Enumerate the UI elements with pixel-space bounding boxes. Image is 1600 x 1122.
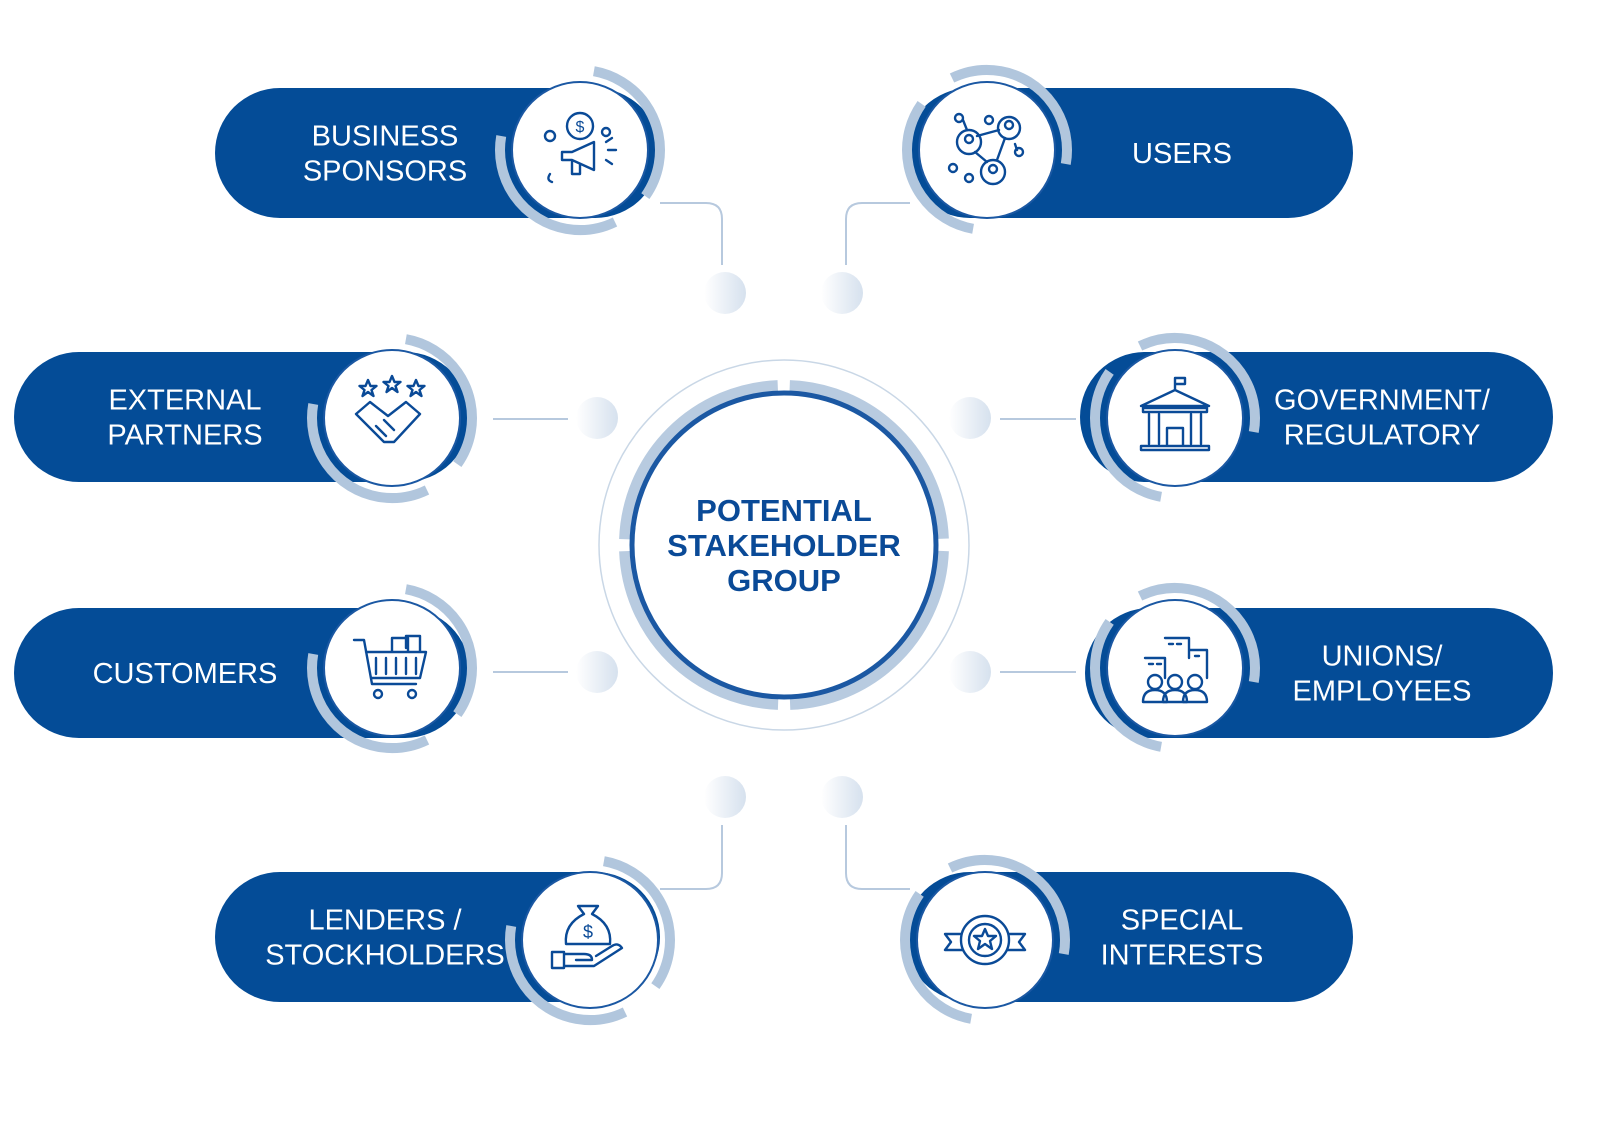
stakeholder-label: STOCKHOLDERS: [265, 940, 505, 972]
connector-line: [845, 825, 910, 890]
stakeholder-label: CUSTOMERS: [93, 658, 278, 690]
stakeholder-node-customers[interactable]: CUSTOMERS: [14, 575, 485, 760]
stakeholder-label: EXTERNAL: [108, 385, 261, 417]
icon-ring-arc: [1090, 333, 1260, 503]
svg-text:$: $: [576, 119, 585, 136]
stakeholder-label: SPECIAL: [1121, 905, 1244, 937]
connector-dot: [821, 776, 863, 818]
connector-dot: [576, 651, 618, 693]
megaphone-money-icon: $: [543, 111, 618, 184]
icon-ring-arc: [899, 855, 1070, 1025]
stakeholder-label: SPONSORS: [303, 156, 467, 188]
icon-ring-arc: [505, 855, 675, 1025]
employees-building-icon: [1141, 636, 1209, 704]
stakeholder-node-users[interactable]: USERS: [894, 57, 1353, 242]
connector-dot: [821, 272, 863, 314]
stakeholder-label: EMPLOYEES: [1293, 676, 1472, 708]
stakeholder-label: UNIONS/: [1322, 641, 1444, 673]
connector-dots: [576, 272, 991, 818]
icon-circle: [916, 871, 1054, 1009]
connector-line: [660, 202, 723, 265]
icon-circle: [323, 599, 461, 737]
icon-ring-arc: [1090, 583, 1260, 753]
center-hub: POTENTIAL STAKEHOLDER GROUP: [598, 359, 970, 731]
icon-circle: [521, 871, 659, 1009]
stakeholder-node-unions-employees[interactable]: UNIONS/EMPLOYEES: [1082, 575, 1553, 760]
stakeholder-label: PARTNERS: [107, 420, 262, 452]
stakeholder-label: REGULATORY: [1284, 420, 1481, 452]
connectors: [493, 202, 1076, 890]
handshake-stars-icon: [354, 374, 426, 444]
center-title-line: STAKEHOLDER: [667, 528, 901, 563]
connector-dot: [949, 397, 991, 439]
stakeholder-label: USERS: [1132, 138, 1232, 170]
connector-dot: [576, 397, 618, 439]
icon-circle: [323, 349, 461, 487]
stakeholder-node-government-regulatory[interactable]: GOVERNMENT/REGULATORY: [1080, 325, 1553, 510]
money-bag-hand-icon: $: [550, 904, 624, 970]
icon-circle: [1106, 349, 1244, 487]
connector-dot: [949, 651, 991, 693]
star-badge-icon: [943, 914, 1027, 966]
stakeholder-label: GOVERNMENT/: [1274, 385, 1491, 417]
government-building-icon: [1139, 376, 1211, 452]
icon-ring-arc: [307, 332, 477, 503]
connector-dot: [704, 272, 746, 314]
user-network-icon: [947, 112, 1025, 186]
center-title-line: GROUP: [727, 563, 841, 598]
icon-circle: [918, 81, 1056, 219]
center-title-line: POTENTIAL: [696, 493, 872, 528]
stakeholder-node-lenders-stockholders[interactable]: $ LENDERS /STOCKHOLDERS: [215, 847, 683, 1032]
center-circle: [629, 390, 939, 700]
icon-circle: [1106, 599, 1244, 737]
center-outer-ring: [598, 359, 970, 731]
svg-text:$: $: [583, 922, 593, 942]
icon-circle: [511, 81, 649, 219]
icon-ring-arc: [307, 583, 477, 753]
stakeholder-label: BUSINESS: [312, 121, 459, 153]
connector-line: [660, 825, 723, 890]
connector-dot: [704, 776, 746, 818]
connector-line: [845, 202, 910, 265]
stakeholder-label: LENDERS /: [308, 905, 462, 937]
stakeholder-label: INTERESTS: [1101, 940, 1264, 972]
shopping-cart-icon: [352, 634, 428, 700]
